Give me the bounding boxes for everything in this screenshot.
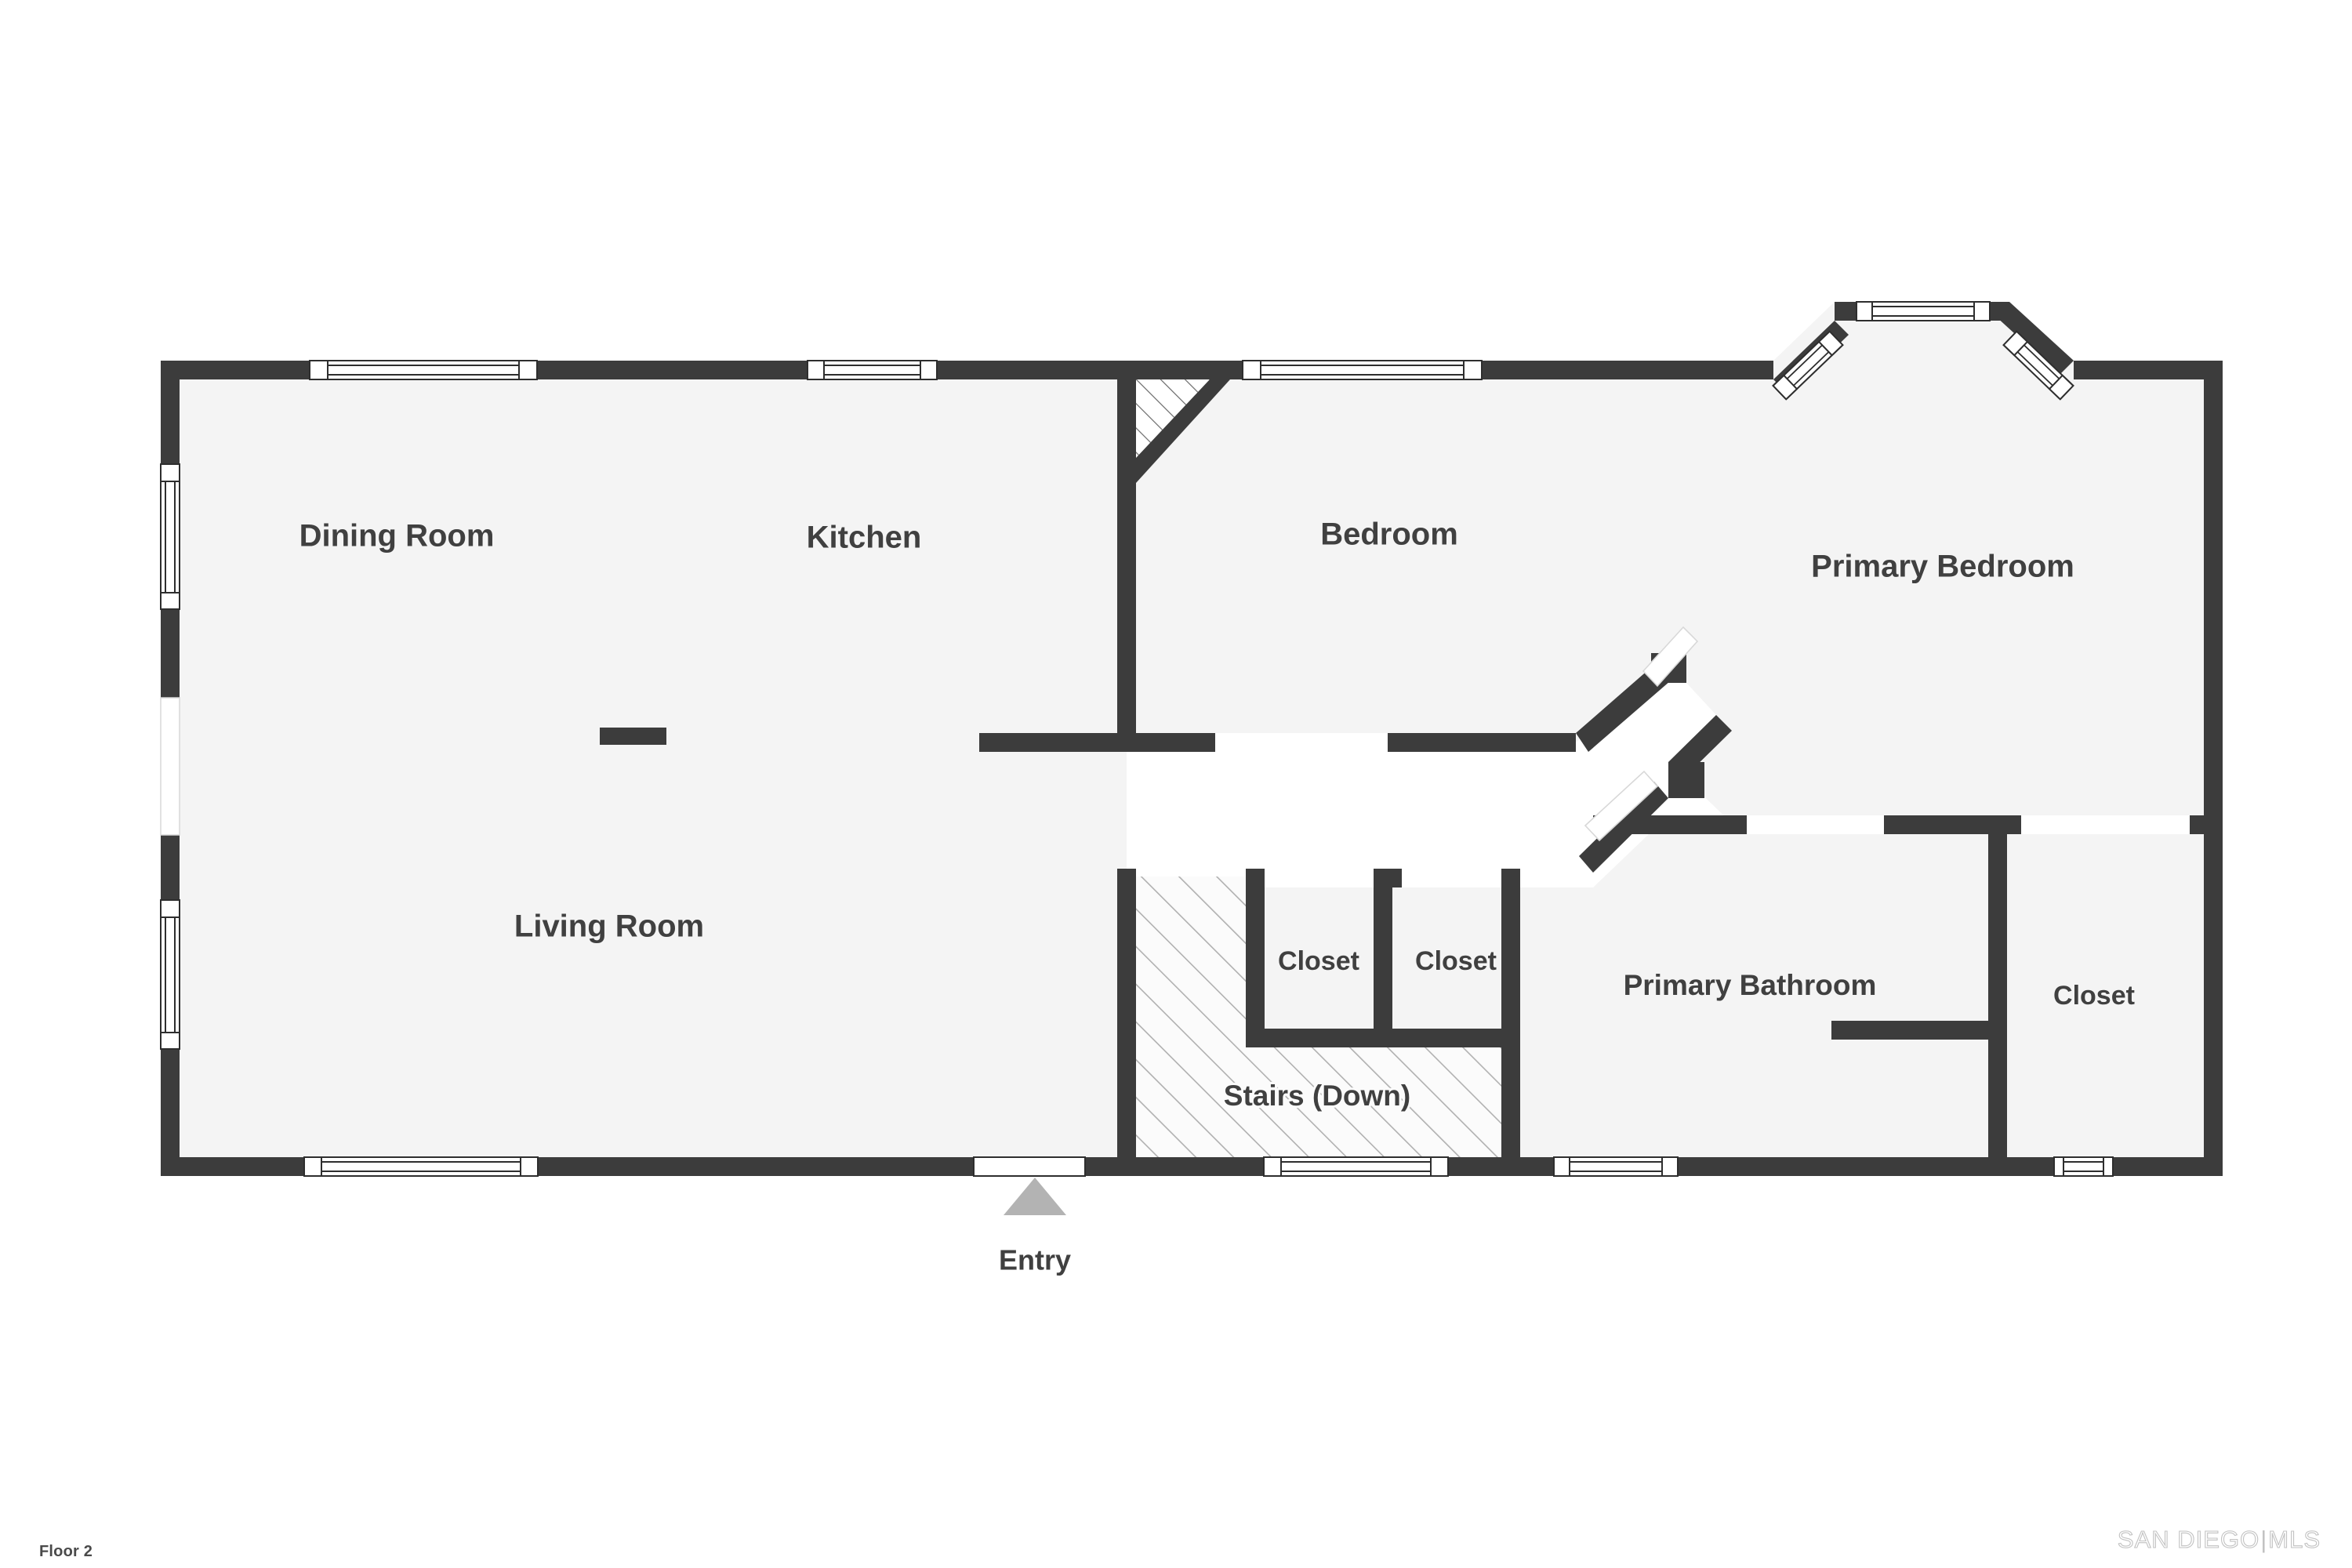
door-bedroom-south (1215, 733, 1388, 752)
san-diego-mls-logo: SAN DIEGO|MLS (2117, 1525, 2321, 1554)
logo-separator: | (2260, 1526, 2268, 1553)
floor-fill-closet-1 (1255, 887, 1383, 1029)
door-primary-bath-angled (1584, 770, 1659, 842)
wall-exterior-right (2204, 361, 2223, 1176)
wall-stairs-left (1117, 869, 1136, 1176)
window-dining-top (309, 360, 538, 380)
stairs-area (1117, 877, 1513, 1168)
window-stairs-bottom (1263, 1156, 1449, 1177)
window-closet-bottom (2053, 1156, 2114, 1177)
entry-label: Entry (999, 1244, 1071, 1276)
wall-kitchen-counter-stub (600, 728, 666, 745)
window-bay-left (1772, 330, 1844, 401)
floor-label: Floor 2 (39, 1543, 93, 1560)
wall-closet-2-right (1501, 869, 1520, 1176)
room-label-bedroom: Bedroom (1320, 517, 1458, 552)
window-bay-center (1856, 301, 1991, 321)
room-label-closet-1: Closet (1278, 946, 1359, 976)
bedroom-corner-detail (1136, 379, 1230, 483)
room-label-closet-2: Closet (1415, 946, 1497, 976)
door-entry-bottom (973, 1156, 1086, 1177)
floor-fill-left-block (161, 361, 1127, 1176)
room-label-dining-room: Dining Room (299, 519, 495, 554)
door-living-left (160, 697, 180, 836)
floor-fill-primary-bedroom (1668, 302, 2223, 826)
wall-exterior-top-right (2074, 361, 2223, 379)
window-bathroom-bottom (1553, 1156, 1679, 1177)
wall-primary-jog-lower (1668, 762, 1704, 798)
window-kitchen-top (807, 360, 938, 380)
room-label-closet-3: Closet (2053, 981, 2135, 1011)
window-living-left (160, 899, 180, 1050)
logo-prefix: SAN DIEGO (2117, 1525, 2260, 1553)
wall-closets-bottom (1246, 1029, 1520, 1047)
floor-fill-closet-2 (1392, 887, 1520, 1029)
door-closet-3-north (2021, 815, 2190, 834)
room-label-living-room: Living Room (514, 909, 704, 944)
room-label-primary-bathroom: Primary Bathroom (1624, 969, 1877, 1001)
door-closet-1 (1265, 869, 1374, 887)
window-dining-left (160, 463, 180, 610)
floor-fill-bedroom (1127, 361, 1668, 742)
room-labels: Dining Room Kitchen Bedroom Primary Bedr… (297, 515, 2137, 1114)
door-closet-2 (1402, 869, 1501, 887)
window-bay-right (2002, 330, 2074, 401)
wall-bedroom-corner-angle (1136, 379, 1230, 483)
door-primary-bedroom-angled (1642, 626, 1699, 688)
window-living-bottom (303, 1156, 539, 1177)
wall-kitchen-bedroom (1117, 361, 1136, 742)
logo-suffix: MLS (2268, 1525, 2321, 1553)
entry-triangle-icon (1004, 1178, 1066, 1215)
entry-marker-group: Entry (996, 1178, 1073, 1279)
door-primary-bath-north (1747, 815, 1884, 834)
window-bedroom-top (1242, 360, 1483, 380)
openings (160, 301, 2190, 1177)
room-label-primary-bedroom: Primary Bedroom (1811, 550, 2074, 584)
room-label-stairs: Stairs (Down) (1224, 1080, 1410, 1112)
wall-bay-angle-right (1995, 302, 2074, 375)
room-label-kitchen: Kitchen (807, 521, 922, 555)
stairs-hatch (1117, 877, 1513, 1168)
wall-closet-1-left (1246, 869, 1265, 1047)
wall-bath-partition-stub (1831, 1021, 1992, 1040)
wall-closet-divider (1374, 869, 1392, 1047)
wall-bath-closet-divider (1988, 815, 2007, 1176)
floor-fill-primary-suite-lower (1513, 815, 2223, 1176)
room-fills (161, 302, 2223, 1176)
